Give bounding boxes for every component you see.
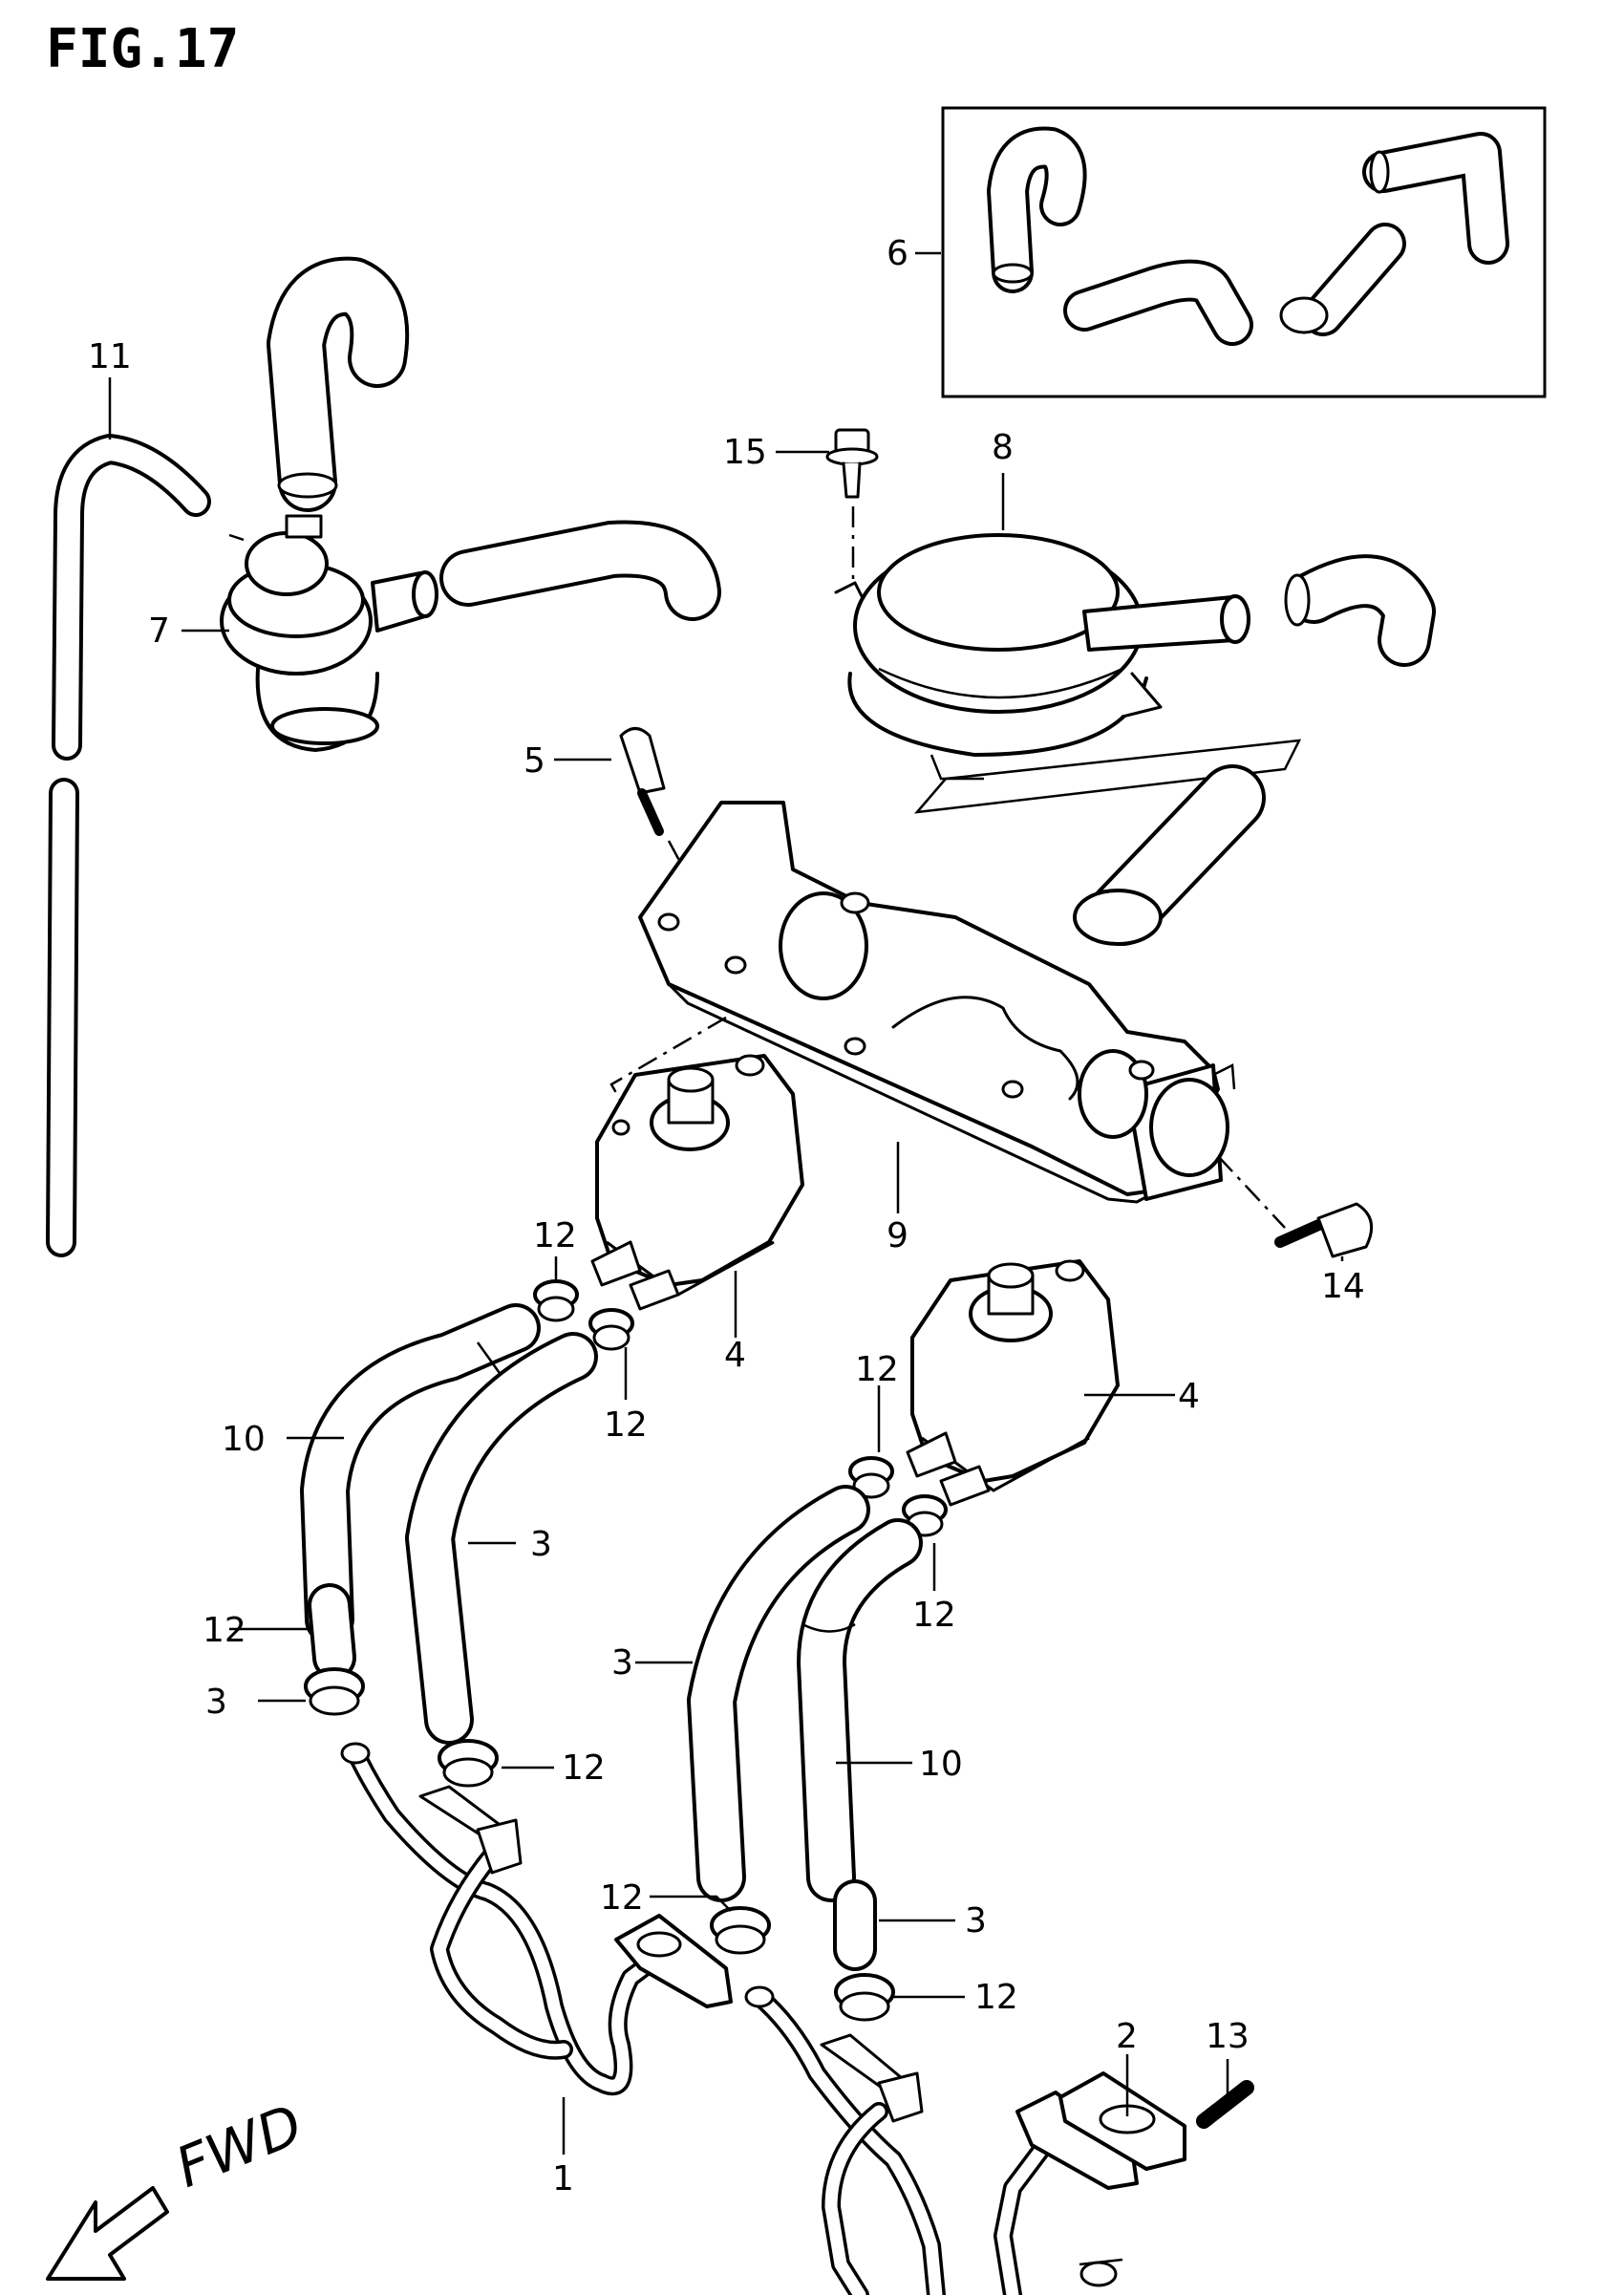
part-14-bolt [1274, 1202, 1374, 1258]
callout-15: 15 [723, 433, 767, 472]
part-15-bolt [825, 428, 879, 499]
clamp-12-e [438, 1739, 499, 1788]
hose-3-left-end [308, 1583, 356, 1680]
clamp-12-g [710, 1906, 771, 1955]
clamp-12-c [848, 1456, 894, 1499]
part-5-bolt [619, 727, 666, 836]
callout-3-a: 3 [530, 1525, 552, 1564]
callout-12-h: 12 [974, 1978, 1018, 2017]
hose-3-left-mid [405, 1332, 598, 1745]
callout-14: 14 [1321, 1267, 1365, 1306]
callout-12-b: 12 [604, 1405, 648, 1445]
clamp-12-b [588, 1308, 634, 1351]
callout-4-b: 4 [1178, 1377, 1200, 1416]
figure-title: FIG.17 [46, 18, 239, 80]
callout-12-f: 12 [912, 1596, 956, 1635]
callout-1: 1 [552, 2159, 574, 2198]
callout-11: 11 [88, 337, 132, 376]
hose-right-of-valve [439, 520, 721, 621]
fwd-label: FWD [167, 2091, 311, 2200]
part-4-valve-upper [590, 1054, 804, 1311]
part-1-pipe-right [744, 1985, 1139, 2295]
callout-4-a: 4 [724, 1336, 746, 1375]
clamp-12-d [304, 1667, 365, 1716]
part-6-hose-kit [941, 106, 1547, 398]
part-13-stud [1196, 2080, 1254, 2129]
callout-numbers: 11 6 15 8 7 5 9 14 12 4 12 12 4 10 3 12 … [88, 234, 1365, 2198]
callout-9: 9 [887, 1216, 908, 1255]
callout-7: 7 [148, 611, 170, 651]
clamp-12-h [834, 1973, 895, 2022]
callout-10-a: 10 [222, 1420, 266, 1459]
callout-6: 6 [887, 234, 908, 273]
hose-below-filter [1073, 764, 1266, 946]
guide-line-14 [1217, 1155, 1286, 1229]
alignment-marker [913, 739, 1302, 814]
callout-3-d: 3 [965, 1901, 987, 1941]
hose-10-right [797, 1518, 923, 1902]
callout-13: 13 [1206, 2017, 1250, 2056]
callout-12-d: 12 [203, 1611, 246, 1650]
hose-right-of-filter [1284, 554, 1436, 667]
callout-12-e: 12 [562, 1748, 606, 1788]
part-4-valve-lower [906, 1259, 1120, 1507]
callout-3-b: 3 [205, 1683, 227, 1722]
part-9-bracket [638, 801, 1236, 1204]
callout-12-g: 12 [600, 1878, 644, 1918]
hose-10-left [300, 1303, 541, 1644]
callout-2: 2 [1116, 2017, 1138, 2056]
clamp-12-f [902, 1494, 948, 1537]
part-1-pipe-left [340, 1742, 733, 2096]
guide-line-9 [609, 1016, 727, 1119]
callout-10-b: 10 [919, 1745, 963, 1784]
fwd-arrow [46, 2186, 169, 2281]
callout-12-c: 12 [855, 1350, 899, 1389]
part-8-filter [834, 533, 1250, 781]
leader-lines [108, 251, 1344, 2155]
callout-8: 8 [992, 428, 1014, 467]
callout-3-c: 3 [611, 1643, 633, 1683]
upper-hose [267, 256, 410, 512]
part-11-long-hose [46, 434, 211, 1257]
part-7-valve [220, 514, 438, 752]
hose-3-right [687, 1485, 870, 1902]
callout-12-a: 12 [533, 1216, 577, 1255]
clamp-12-a [533, 1279, 579, 1322]
callout-5: 5 [524, 741, 545, 781]
